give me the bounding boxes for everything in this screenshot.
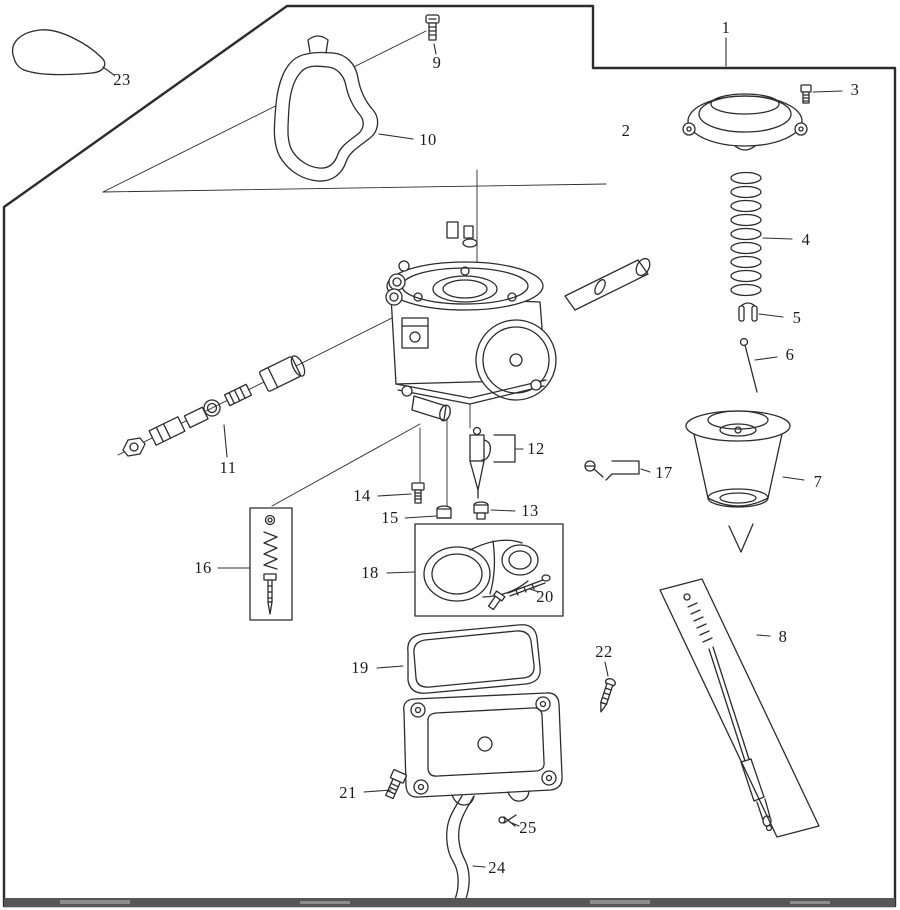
part-1-top-cover bbox=[682, 93, 808, 151]
leader-line bbox=[754, 356, 778, 361]
leader-line bbox=[511, 822, 520, 827]
leader-line bbox=[812, 90, 843, 93]
leader-line bbox=[762, 237, 793, 240]
diagram-border bbox=[2, 4, 897, 908]
part-17-screw-bracket bbox=[584, 460, 640, 481]
float-bowl bbox=[403, 692, 563, 806]
leader-line bbox=[378, 133, 414, 140]
leader-lines bbox=[102, 37, 843, 868]
part-21-bolt bbox=[385, 769, 408, 800]
part-11-fitting-assembly bbox=[117, 299, 429, 457]
part-18-intake-joint-set bbox=[414, 523, 564, 617]
part-7-diaphragm-slide bbox=[685, 410, 791, 508]
part-8-needle-assembly bbox=[659, 578, 820, 838]
part-16-pilot-screw-set bbox=[249, 507, 293, 621]
part-10-bracket bbox=[273, 35, 379, 182]
direction-arrow-icon bbox=[728, 523, 754, 553]
leader-line bbox=[363, 789, 392, 793]
leader-line bbox=[490, 509, 516, 512]
part-13-jet bbox=[473, 501, 489, 520]
part-22-screw bbox=[600, 678, 616, 713]
leader-line bbox=[223, 424, 228, 458]
leader-line bbox=[376, 665, 404, 669]
part-25-clip bbox=[498, 814, 517, 827]
construction-lines bbox=[102, 30, 607, 507]
part-19-gasket bbox=[407, 624, 541, 694]
part-20-screw bbox=[507, 574, 551, 597]
leader-line bbox=[102, 66, 115, 76]
leader-line bbox=[782, 476, 805, 481]
carburetor-body bbox=[385, 221, 651, 429]
leader-line bbox=[386, 571, 415, 574]
part-14-screw bbox=[411, 482, 425, 504]
leader-line bbox=[404, 515, 437, 519]
part-23-gasket bbox=[12, 29, 106, 76]
leader-line bbox=[377, 493, 412, 497]
leader-line bbox=[758, 313, 784, 318]
leader-line bbox=[756, 634, 771, 637]
part-24-drain-hose bbox=[446, 795, 475, 907]
scan-artifact-strip bbox=[4, 898, 895, 907]
part-4-spring bbox=[730, 171, 762, 297]
part-3-bolt bbox=[800, 84, 812, 104]
part-5-clip bbox=[738, 302, 758, 322]
part-12-needle-valve bbox=[469, 426, 516, 499]
part-6-needle-pin bbox=[739, 337, 758, 393]
leader-line bbox=[529, 588, 540, 593]
part-15-fitting bbox=[436, 505, 452, 519]
leader-line bbox=[433, 43, 437, 55]
leader-line bbox=[640, 468, 651, 473]
leader-line bbox=[472, 865, 486, 868]
leader-line bbox=[604, 661, 609, 677]
part-9-screw bbox=[425, 14, 440, 41]
